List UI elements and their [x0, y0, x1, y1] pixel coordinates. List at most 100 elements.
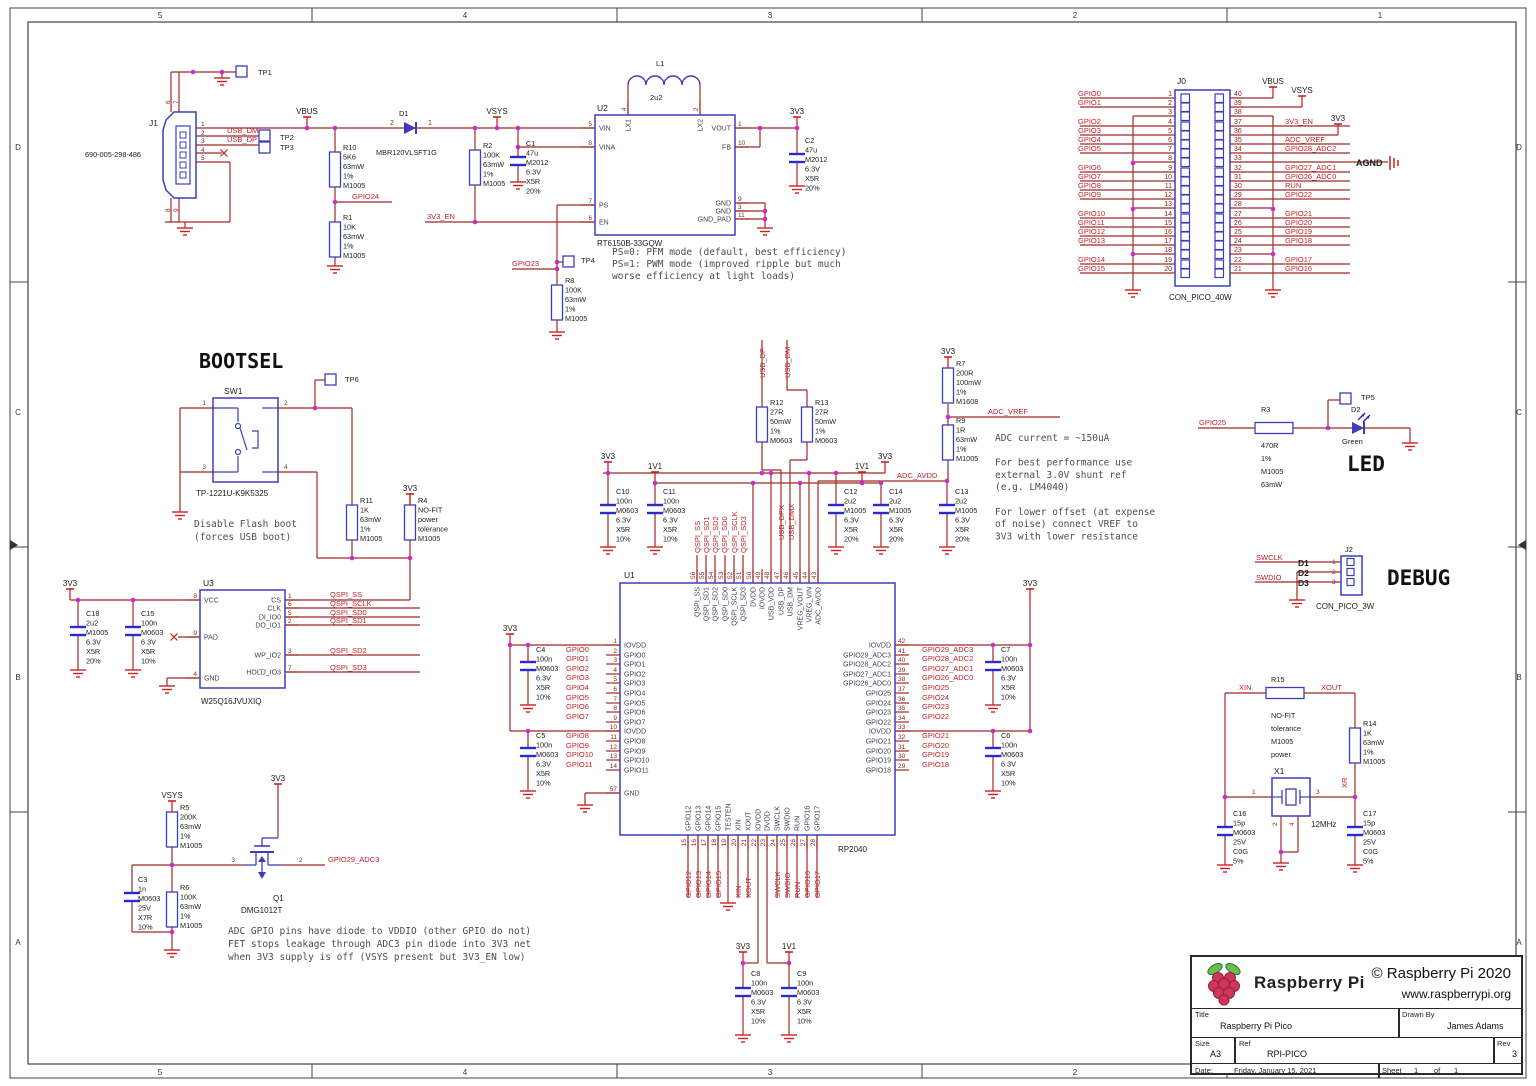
- value-C18: X5R: [86, 647, 100, 656]
- pin-name: GPIO27_ADC1: [843, 672, 891, 679]
- pin-number: 11: [1165, 183, 1172, 190]
- border-row-label: C: [1516, 408, 1522, 417]
- power-net-label: VSYS: [161, 791, 182, 800]
- value-L1: 2u2: [650, 93, 663, 102]
- pin-number: 20: [731, 839, 738, 847]
- junction-dot: [332, 199, 338, 205]
- value-C18: 6.3V: [86, 638, 101, 647]
- pin-number: 39: [898, 667, 906, 674]
- net-label: GPIO20: [922, 741, 949, 750]
- net-label: GPIO8: [1078, 181, 1101, 190]
- ref-C9: C9: [797, 969, 806, 978]
- note-text: For best performance use: [995, 458, 1133, 469]
- pin-number: 24: [770, 839, 777, 847]
- pin-pad: [1180, 93, 1191, 104]
- pin-number: 16: [691, 839, 698, 847]
- value-C5: 100n: [536, 741, 552, 750]
- value-C2: X5R: [805, 174, 819, 183]
- ref-TP6: TP6: [345, 375, 359, 384]
- pin-number: 56: [690, 571, 697, 579]
- border-col-label: 5: [158, 1068, 163, 1077]
- pin-number: 8: [193, 593, 197, 600]
- pin-pad: [1214, 130, 1225, 141]
- pin-number: 5: [613, 676, 617, 683]
- pin-number: 4: [1289, 822, 1296, 826]
- junction-dot: [349, 555, 355, 561]
- value-C3: 10%: [138, 923, 153, 932]
- net-label: GPIO9: [1078, 190, 1101, 199]
- ref-C4: C4: [536, 645, 545, 654]
- value-C17: 25V: [1363, 838, 1376, 847]
- pin-number: 47: [774, 571, 781, 579]
- pin-pad: [1180, 176, 1191, 187]
- power-net-label: 3V3: [601, 452, 616, 461]
- pin-pad: [1214, 148, 1225, 159]
- value-C5: 6.3V: [536, 760, 551, 769]
- value-R6: 100K: [180, 893, 197, 902]
- net-label: GPIO24: [922, 693, 949, 702]
- net-label: ADC_AVDD: [897, 471, 938, 480]
- value-R9: 63mW: [956, 435, 977, 444]
- value-C6: 10%: [1001, 779, 1016, 788]
- value-C1: 6.3V: [526, 168, 541, 177]
- pin-name: GPIO25: [866, 691, 891, 698]
- net-label: USB_DP: [227, 135, 257, 144]
- value-C8: 10%: [751, 1017, 766, 1026]
- pin-number: 5: [1168, 128, 1172, 135]
- pin-pad: [1214, 268, 1225, 279]
- pin-name: PS: [599, 203, 609, 210]
- note-text: (e.g. LM4040): [995, 482, 1069, 493]
- pin-number: 57: [610, 786, 618, 793]
- pin-name: QSPI_SD3: [741, 587, 748, 621]
- pin-number: 19: [1164, 257, 1172, 264]
- net-label: GPIO18: [1285, 236, 1312, 245]
- pin-number: 11: [610, 734, 617, 741]
- net-label: QSPI_SD3: [739, 516, 748, 553]
- raspberry-pi-logo: [1207, 962, 1241, 1006]
- ref-R6: R6: [180, 883, 189, 892]
- value-R6: 1%: [180, 912, 191, 921]
- resistor-R10: [328, 151, 342, 188]
- signal-label: D3: [1298, 578, 1309, 588]
- pin-number: 12: [1164, 192, 1172, 199]
- border-row-label: D: [15, 143, 21, 152]
- value-R15: M1005: [1271, 737, 1293, 746]
- junction-dot: [786, 960, 792, 966]
- net-label: GPIO20: [1285, 218, 1312, 227]
- pin-number: 22: [751, 839, 758, 847]
- pin-name: GND: [715, 201, 731, 208]
- power-net-label: 3V3: [790, 107, 805, 116]
- ref-U1: U1: [624, 570, 635, 580]
- pin-name: QSPI_SCLK: [732, 587, 739, 626]
- net-label: QSPI_SD2: [330, 646, 367, 655]
- net-label: GPIO29_ADC3: [328, 855, 379, 864]
- pin-name: IOVDD: [869, 729, 891, 736]
- pin-number: 12: [610, 744, 618, 751]
- value-R2: 1%: [483, 170, 494, 179]
- note-text: when 3V3 supply is off (VSYS present but…: [228, 952, 525, 963]
- pin-name: GPIO14: [706, 806, 713, 831]
- value-R1: 10K: [343, 223, 356, 232]
- net-label: XOUT: [1321, 683, 1342, 692]
- junction-dot: [1130, 206, 1136, 212]
- value-R5: 200K: [180, 813, 197, 822]
- pin-number: 1: [1252, 789, 1256, 796]
- testpoint-TP3: [258, 141, 271, 154]
- value-C4: 6.3V: [536, 674, 551, 683]
- junction-dot: [1352, 794, 1358, 800]
- junction-dot: [945, 414, 951, 420]
- net-label: QSPI_SD3: [330, 663, 367, 672]
- website: www.raspberrypi.org: [1401, 987, 1511, 1001]
- value-C1: X5R: [526, 177, 540, 186]
- value-R5: 63mW: [180, 822, 201, 831]
- junction-dot: [990, 728, 996, 734]
- value-C9: M0603: [797, 988, 819, 997]
- ref-R8: R8: [565, 276, 574, 285]
- pin-name: QSPI_SD1: [704, 587, 711, 621]
- pin-name: WP_IO2: [255, 653, 282, 660]
- testpoint-TP4: [562, 255, 575, 268]
- pin-number: 3: [202, 464, 206, 471]
- net-label: SWCLK: [773, 871, 782, 898]
- net-label: GPIO8: [566, 731, 589, 740]
- net-label: GPIO22: [922, 712, 949, 721]
